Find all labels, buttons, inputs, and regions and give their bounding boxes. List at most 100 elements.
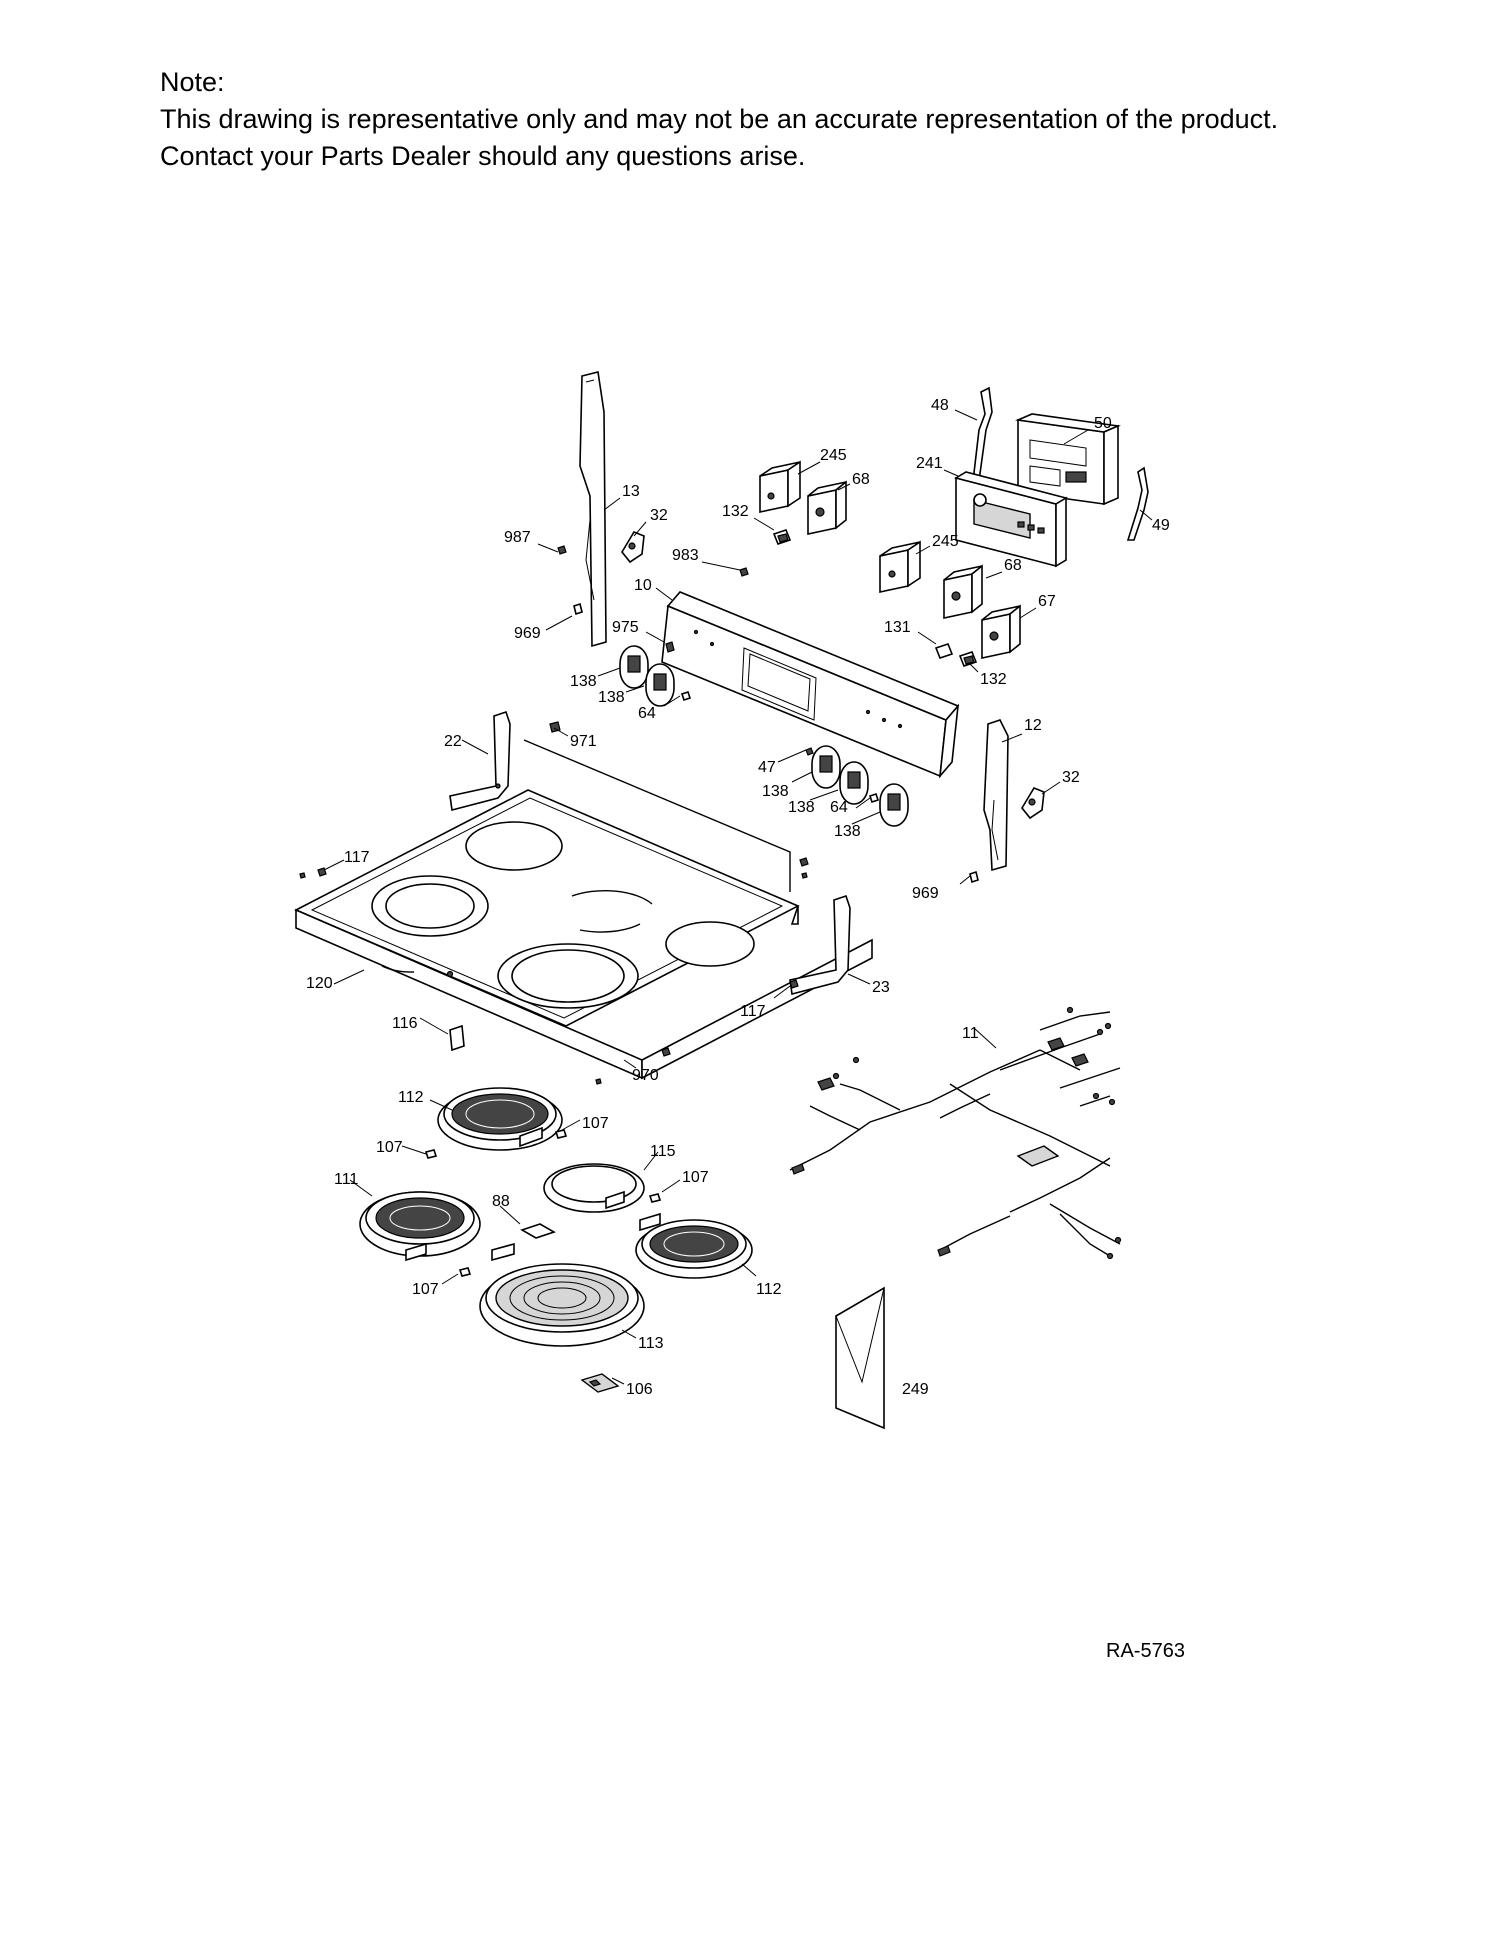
control-panel-241 [953,471,1069,568]
screw-117-right [789,979,799,989]
spring-64-a [680,690,692,702]
callout-971: 971 [570,733,597,750]
screw-970 [595,1047,671,1085]
callout-983: 983 [672,547,699,564]
bracket-23 [789,894,851,996]
clip-107-c [648,1193,662,1203]
callout-117-right: 117 [740,1003,766,1020]
callout-23: 23 [872,979,890,996]
screw-cooktop-rear [799,857,809,879]
switch-245-lower [879,540,921,593]
callout-50: 50 [1094,415,1112,432]
clip-116 [449,1024,465,1052]
switch-68-lower [943,564,983,619]
switch-245-upper [759,460,801,513]
screw-969-left [573,602,583,616]
callout-106: 106 [626,1381,653,1398]
element-113 [479,1242,645,1347]
callout-249: 249 [902,1381,929,1398]
element-ring-115 [543,1163,645,1213]
callout-117-left: 117 [344,849,370,866]
end-cap-12 [983,719,1009,872]
callout-120: 120 [306,975,333,992]
wire-harness-11 [789,1006,1122,1260]
callout-111: 111 [334,1171,358,1188]
callout-138-b: 138 [598,689,625,706]
callout-67: 67 [1038,593,1056,610]
clip-107-d [458,1267,472,1277]
callout-68-upper: 68 [852,471,870,488]
callout-131: 131 [884,619,911,636]
callout-labels: 48 50 241 49 245 68 132 245 68 67 131 13… [306,397,1170,1398]
glass-cooktop-120 [294,739,873,1080]
callout-138-d: 138 [788,799,815,816]
disclaimer-note: Note: This drawing is representative onl… [160,64,1278,175]
knob-138-c [811,745,841,789]
callout-49: 49 [1152,517,1170,534]
callout-969-left: 969 [514,625,541,642]
note-heading: Note: [160,67,225,97]
callout-241: 241 [916,455,943,472]
knob-138-d [839,761,869,805]
callout-32-left: 32 [650,507,668,524]
callout-22: 22 [444,733,462,750]
callout-113: 113 [638,1335,664,1352]
bracket-32-right [1021,787,1045,820]
callout-107-c: 107 [682,1169,709,1186]
callout-138-c: 138 [762,783,789,800]
drawing-code: RA-5763 [1106,1640,1185,1662]
spring-64-b [868,792,880,804]
callout-107-d: 107 [412,1281,439,1298]
callout-245-lower: 245 [932,533,959,550]
screw-117-left [299,867,327,879]
knob-shaft-132-upper [772,529,792,545]
callout-48: 48 [931,397,949,414]
callout-107-b: 107 [376,1139,403,1156]
clip-107-b [424,1149,438,1159]
insulator-88 [520,1223,556,1239]
callout-975: 975 [612,619,639,636]
screw-983 [739,567,749,577]
knob-138-e [879,783,909,827]
callout-64-b: 64 [830,799,848,816]
switch-67 [981,604,1021,659]
control-board-50 [1015,413,1121,506]
callout-969-right: 969 [912,885,939,902]
screw-975 [665,641,675,653]
knob-shaft-132-lower [958,651,978,667]
callout-132-lower: 132 [980,671,1007,688]
terminal-block-106 [580,1373,620,1393]
knob-shaft-131 [934,643,954,659]
leader-lines [323,409,1153,1385]
note-line-2: Contact your Parts Dealer should any que… [160,141,806,171]
callout-116: 116 [392,1015,418,1032]
callout-10: 10 [634,577,652,594]
knob-138-a [619,645,649,689]
bracket-22 [449,710,511,812]
callout-13: 13 [622,483,640,500]
callout-88: 88 [492,1193,510,1210]
bracket-49 [1126,466,1149,541]
callout-32-right: 32 [1062,769,1080,786]
callout-64-a: 64 [638,705,656,722]
callout-112-lower: 112 [756,1281,782,1298]
callout-112-upper: 112 [398,1089,424,1106]
callout-132-upper: 132 [722,503,749,520]
bracket-32-left [621,531,645,564]
switch-68-upper [807,480,847,535]
callout-68-lower: 68 [1004,557,1022,574]
literature-pack-249 [835,1286,885,1430]
callout-47: 47 [758,759,776,776]
callout-138-a: 138 [570,673,597,690]
backsplash-console-10 [661,591,960,779]
element-112-upper [437,1087,563,1151]
callout-115: 115 [650,1143,676,1160]
callout-245-upper: 245 [820,447,847,464]
screw-987 [557,545,567,555]
element-112-lower [635,1212,753,1279]
element-111 [359,1191,481,1262]
note-line-1: This drawing is representative only and … [160,104,1279,134]
end-cap-13 [579,371,607,648]
callout-970: 970 [632,1067,659,1084]
